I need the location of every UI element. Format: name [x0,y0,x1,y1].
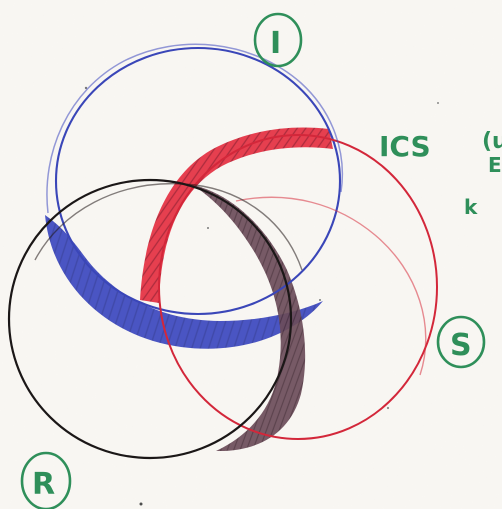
pencil-dot [140,503,143,506]
ics-label: ICS [379,130,431,163]
pencil-dot [437,102,439,104]
label-i: I [270,26,281,61]
ics-partial-label-1: (u [482,129,502,154]
pencil-dot [319,299,321,301]
label-s: S [450,328,472,363]
ics-partial-label-3: k [464,195,478,219]
pencil-dot [207,227,209,229]
pencil-dot [387,407,389,409]
ics-partial-label-2: E [488,153,502,177]
label-r: R [32,467,55,502]
